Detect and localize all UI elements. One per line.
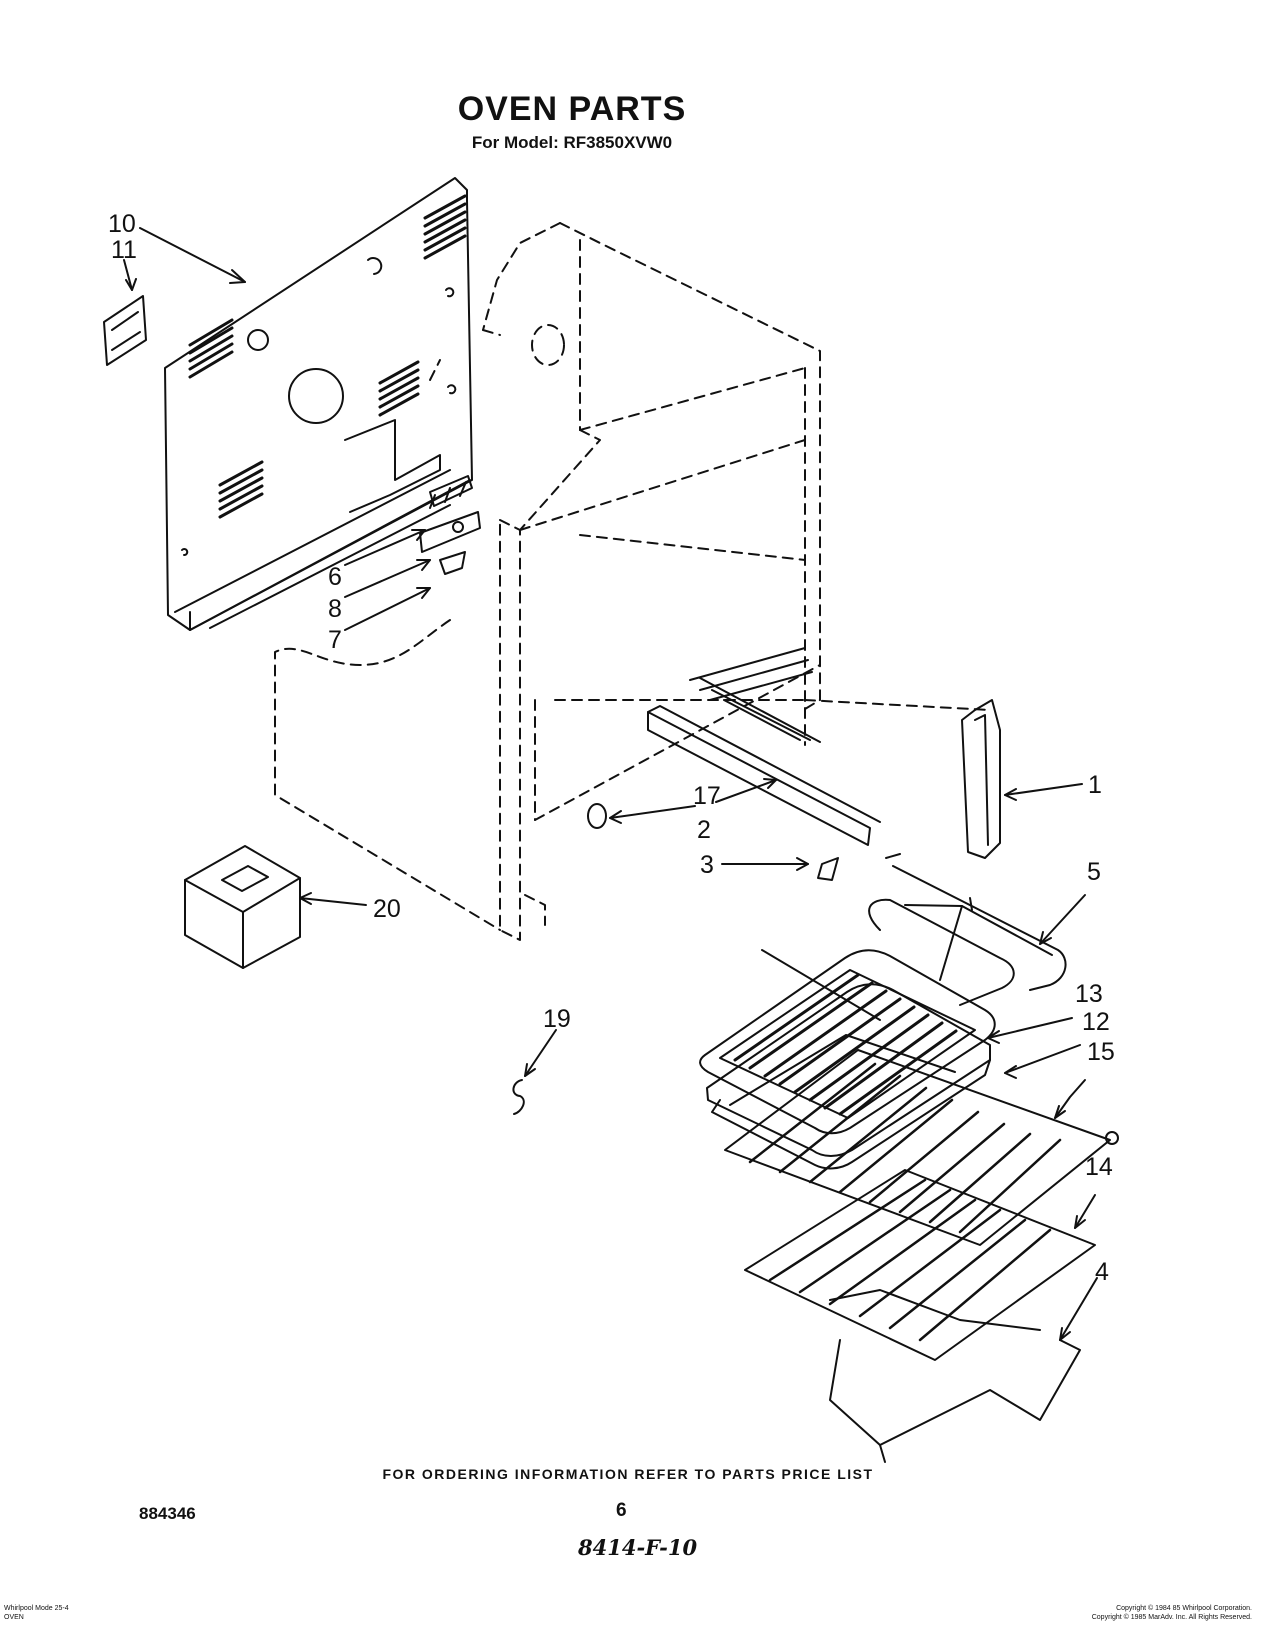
callout-1: 1 bbox=[1088, 771, 1102, 799]
callout-14: 14 bbox=[1085, 1153, 1113, 1181]
callout-17: 17 bbox=[693, 782, 721, 810]
model-subtitle: For Model: RF3850XVW0 bbox=[471, 133, 673, 152]
callout-13: 13 bbox=[1075, 980, 1103, 1008]
footer-copyright: Copyright © 1984 85 Whirlpool Corporatio… bbox=[1092, 1604, 1252, 1622]
leader-lines bbox=[123, 227, 1098, 1341]
ordering-information-note: FOR ORDERING INFORMATION REFER TO PARTS … bbox=[382, 1466, 874, 1482]
side-trim-part-1 bbox=[961, 699, 1001, 859]
callout-4: 4 bbox=[1095, 1258, 1109, 1286]
callout-19: 19 bbox=[543, 1005, 571, 1033]
callout-20: 20 bbox=[373, 895, 401, 923]
callout-labels: 10 11 6 8 7 1 17 2 3 5 20 13 12 19 15 14… bbox=[108, 210, 1115, 1286]
document-number: 884346 bbox=[139, 1504, 196, 1523]
callout-3: 3 bbox=[700, 851, 714, 879]
callout-11: 11 bbox=[111, 236, 137, 264]
oven-back-panel bbox=[164, 177, 473, 631]
footer-small-left: Whirlpool Mode 25-4 OVEN bbox=[4, 1604, 69, 1622]
callout-5: 5 bbox=[1087, 858, 1101, 886]
broil-pan-grid-part-13 bbox=[699, 949, 996, 1135]
footer-copyright-line1: Copyright © 1984 85 Whirlpool Corporatio… bbox=[1116, 1605, 1252, 1612]
clip-part-19 bbox=[512, 1079, 525, 1115]
footer-small-left-line1: Whirlpool Mode 25-4 bbox=[4, 1605, 69, 1612]
callout-12: 12 bbox=[1082, 1008, 1110, 1036]
oven-rack-part-15 bbox=[724, 1049, 1119, 1246]
callout-10: 10 bbox=[108, 210, 136, 238]
oven-rack-part-14 bbox=[744, 1169, 1096, 1361]
bake-element-part-5 bbox=[868, 865, 1067, 1006]
page-title: OVEN PARTS bbox=[457, 90, 687, 128]
terminal-block-parts bbox=[419, 475, 481, 575]
callout-15: 15 bbox=[1087, 1038, 1115, 1066]
footer-small-left-line2: OVEN bbox=[4, 1614, 24, 1621]
callout-8: 8 bbox=[328, 595, 342, 623]
bracket-part-11 bbox=[103, 295, 147, 366]
callout-6: 6 bbox=[328, 563, 342, 591]
bake-element-part-4 bbox=[829, 1289, 1081, 1463]
page-number: 6 bbox=[616, 1500, 627, 1521]
small-parts-17-3 bbox=[587, 803, 901, 881]
handwritten-note: 8414-F-10 bbox=[578, 1535, 698, 1560]
bracket-part-2 bbox=[647, 647, 881, 846]
callout-7: 7 bbox=[328, 626, 342, 654]
callout-2: 2 bbox=[697, 816, 711, 844]
box-part-20 bbox=[184, 845, 301, 969]
oven-cavity-front-panel bbox=[499, 519, 546, 941]
oven-cavity-outline bbox=[429, 222, 991, 821]
broil-pan-part-12 bbox=[706, 983, 991, 1170]
insulation-outline bbox=[274, 619, 501, 931]
footer-copyright-line2: Copyright © 1985 MarAdv. Inc. All Rights… bbox=[1091, 1614, 1252, 1621]
